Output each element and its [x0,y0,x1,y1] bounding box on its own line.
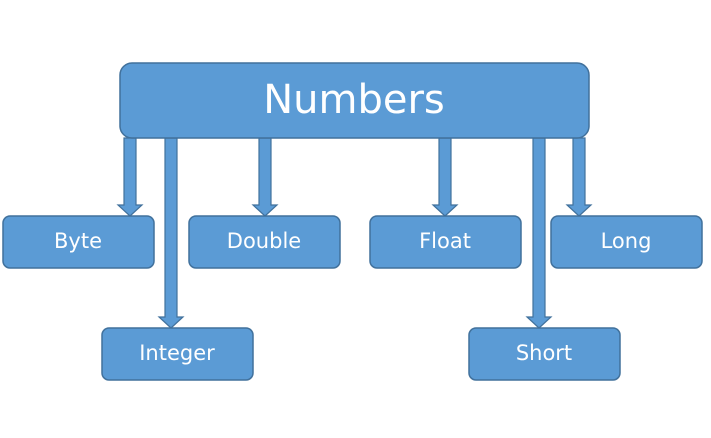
root-node-numbers: Numbers [119,62,590,139]
arrow-to-byte [116,137,144,217]
node-float-label: Float [419,229,471,253]
node-integer-label: Integer [139,341,215,365]
arrow-to-double [251,137,279,217]
node-long: Long [550,215,703,269]
root-node-label: Numbers [263,77,445,123]
node-long-label: Long [601,229,652,253]
node-integer: Integer [101,327,254,381]
node-byte-label: Byte [54,229,102,253]
node-double-label: Double [227,229,301,253]
arrow-to-float [431,137,459,217]
node-short-label: Short [516,341,572,365]
node-float: Float [369,215,522,269]
node-byte: Byte [2,215,155,269]
arrow-to-long [565,137,593,217]
node-double: Double [188,215,341,269]
arrow-to-integer [157,137,185,329]
node-short: Short [468,327,621,381]
arrow-to-short [525,137,553,329]
